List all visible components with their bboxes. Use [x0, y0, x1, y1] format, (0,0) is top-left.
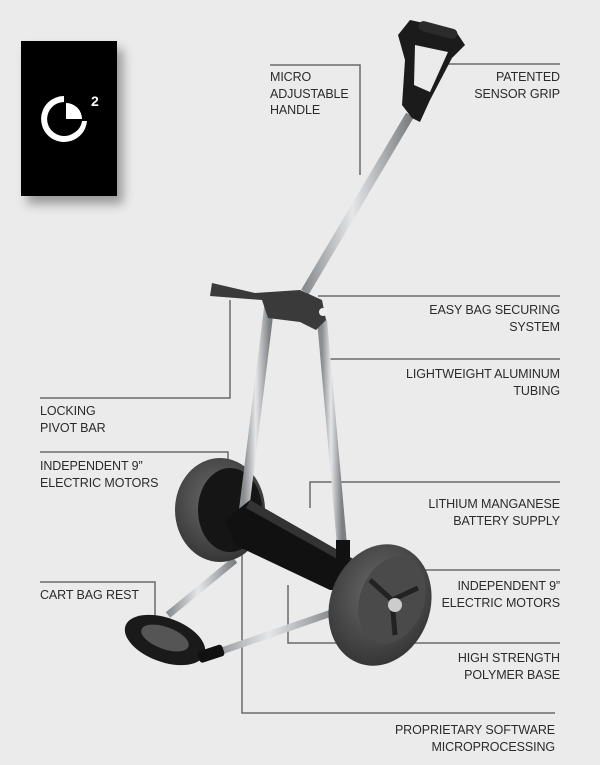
- sensor-grip-part: [398, 20, 465, 122]
- cart-bag-rest-part: [124, 614, 225, 666]
- label-cart-bag-rest: CART BAG REST: [40, 588, 139, 602]
- brand-logo-card: 2: [21, 41, 117, 196]
- easy-bag-securing-part: [210, 283, 327, 330]
- label-independent-electric-motors-right: INDEPENDENT 9”ELECTRIC MOTORS: [441, 579, 561, 610]
- callout-lines: [40, 63, 560, 714]
- e-squared-logo-icon: 2: [41, 93, 99, 142]
- label-independent-electric-motors-left: INDEPENDENT 9”ELECTRIC MOTORS: [40, 459, 159, 490]
- svg-text:2: 2: [91, 93, 99, 109]
- right-wheel: [328, 544, 432, 666]
